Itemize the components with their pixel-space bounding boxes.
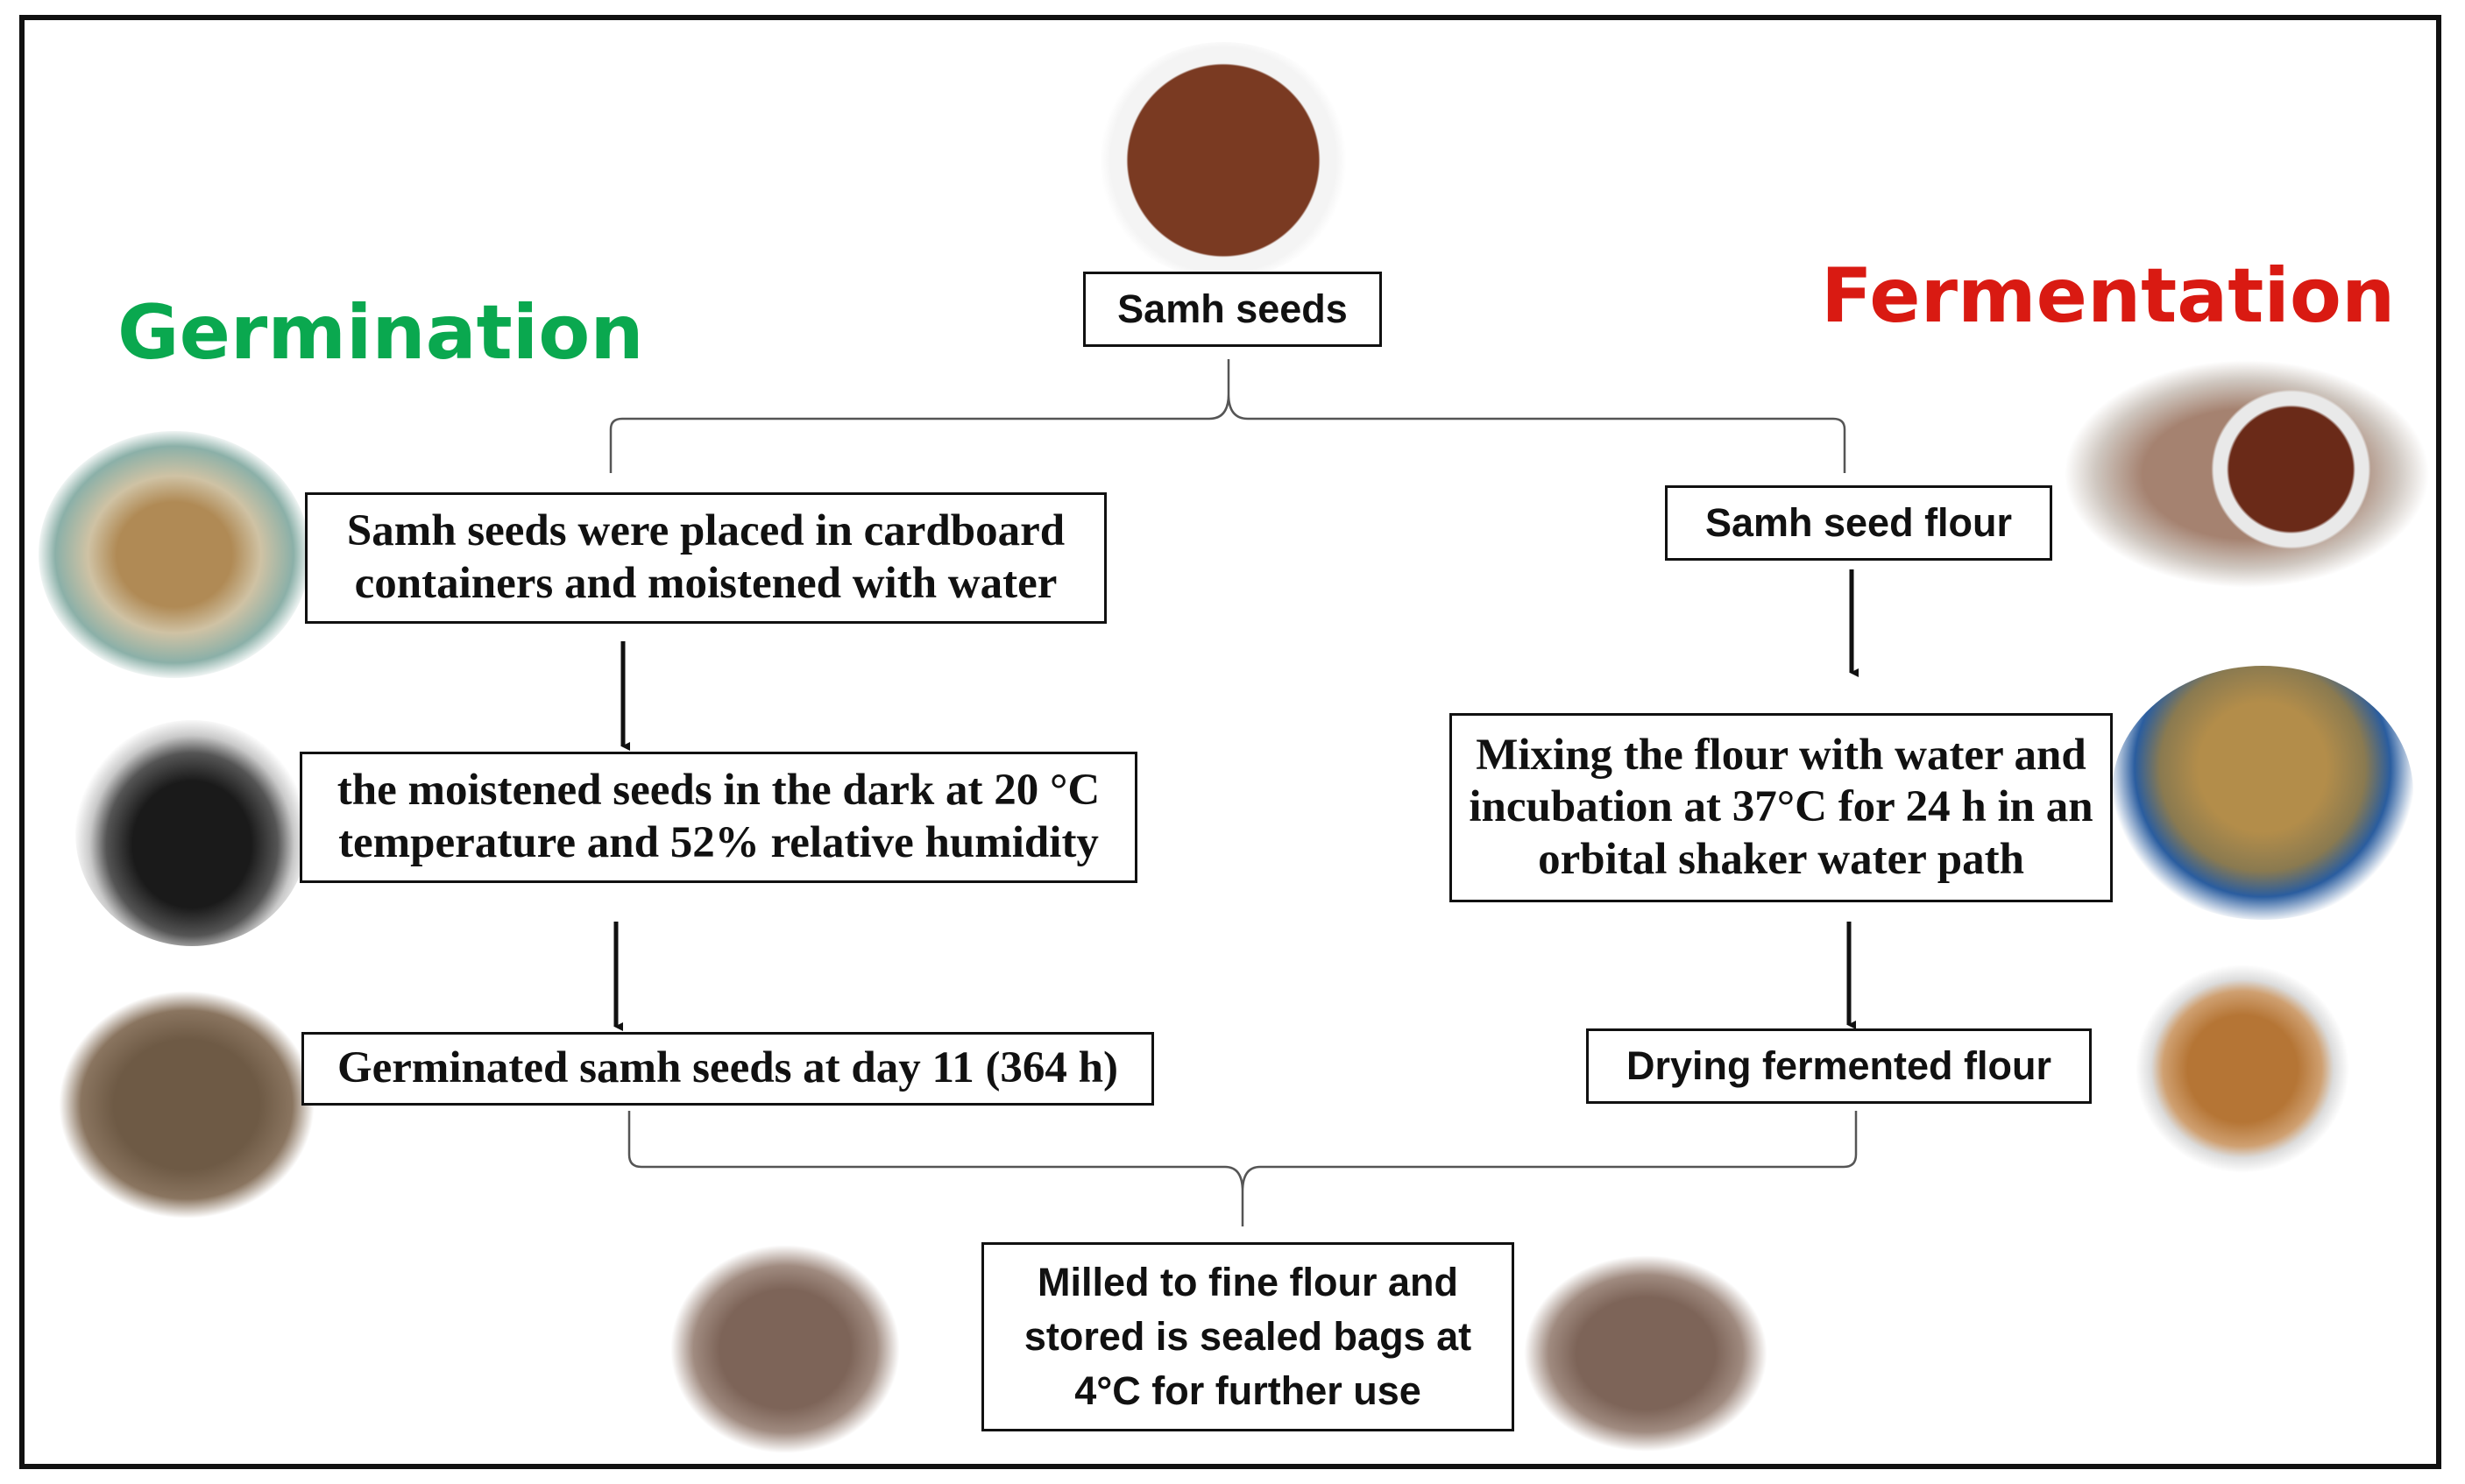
germination-step1-box: Samh seeds were placed in cardboard cont… bbox=[305, 492, 1107, 624]
dried-fermented-flour-photo bbox=[2135, 964, 2350, 1174]
germination-step3-box: Germinated samh seeds at day 11 (364 h) bbox=[301, 1032, 1154, 1106]
orbital-shaker-photo bbox=[2112, 666, 2413, 920]
samh-seeds-box: Samh seeds bbox=[1083, 272, 1382, 347]
germination-heading: Germination bbox=[117, 289, 644, 377]
germination-step2-box: the moistened seeds in the dark at 20 °C… bbox=[300, 752, 1137, 883]
final-step-box: Milled to fine flour and stored is seale… bbox=[981, 1242, 1514, 1431]
split-brace bbox=[609, 359, 1846, 473]
cardboard-containers-photo bbox=[39, 431, 310, 678]
sealed-bag-photo-right bbox=[1523, 1254, 1768, 1452]
fermentation-step1-box: Samh seed flour bbox=[1665, 485, 2052, 561]
fermentation-step2-box: Mixing the flour with water and incubati… bbox=[1449, 713, 2113, 902]
dark-covered-seeds-photo bbox=[75, 720, 308, 946]
fermentation-heading: Fermentation bbox=[1821, 252, 2396, 340]
sealed-bag-photo-left bbox=[669, 1244, 901, 1454]
merge-brace bbox=[627, 1111, 1858, 1226]
samh-flour-photo bbox=[2063, 359, 2431, 589]
fermentation-step3-box: Drying fermented flour bbox=[1586, 1028, 2092, 1104]
seeds-flour-bowl-photo bbox=[1093, 42, 1354, 279]
germinated-seeds-photo bbox=[58, 990, 315, 1219]
